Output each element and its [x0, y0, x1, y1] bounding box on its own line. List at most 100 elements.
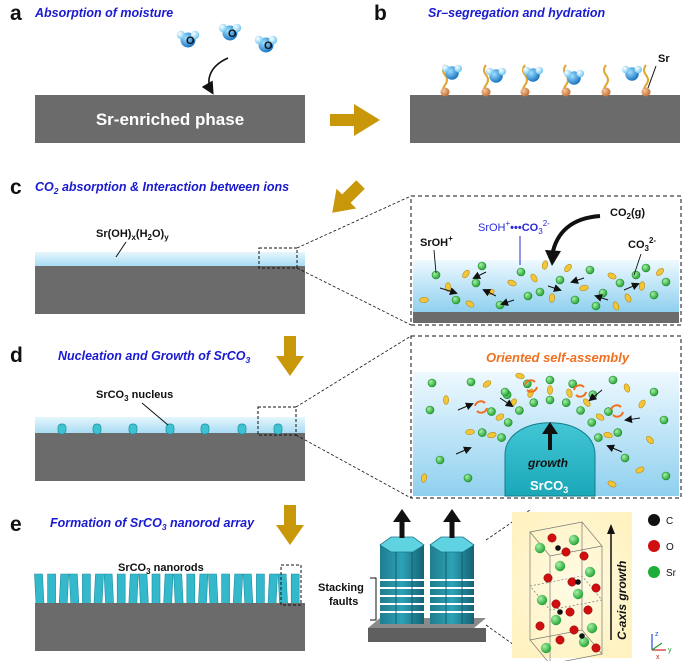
strontium-legend-dot	[648, 566, 660, 578]
ion-motion-arrow	[623, 282, 640, 291]
sroh-ion	[529, 398, 539, 408]
strontium-atom	[586, 622, 598, 634]
sroh-ion	[463, 473, 473, 483]
sroh-ion	[471, 278, 481, 288]
strontium-atom	[534, 542, 546, 554]
nanorods-label: SrCO3 nanorods	[118, 562, 204, 576]
sroh-ion	[500, 387, 510, 397]
sr-pointer	[647, 65, 657, 89]
inset-c-substrate	[413, 312, 679, 323]
panel-c: c CO2 absorption & Interaction between i…	[10, 174, 682, 326]
panel-e-title: Formation of SrCO3 nanorod array	[50, 516, 255, 532]
sroh-ion	[561, 398, 571, 408]
nanorod	[256, 573, 265, 605]
stacking-faults-label: Stacking	[318, 582, 364, 594]
water-molecules: O O O	[176, 23, 278, 53]
oxygen-legend-dot	[648, 540, 660, 552]
sroh-ion	[545, 375, 555, 385]
nanorod	[138, 573, 149, 605]
stacking-faults-label-2: faults	[329, 596, 358, 608]
srco3-dome	[504, 422, 596, 497]
sroh-ion	[613, 428, 623, 437]
nanorod	[58, 573, 70, 605]
carbonate-ion	[547, 385, 553, 395]
nanorod	[68, 573, 80, 605]
ion-motion-arrow	[499, 397, 514, 408]
panel-b-title: Sr–segregation and hydration	[428, 6, 605, 20]
svg-text:y: y	[668, 647, 672, 654]
growth-label: growth	[527, 456, 568, 470]
sroh-ion	[615, 278, 625, 288]
srco3-nucleus	[128, 423, 138, 435]
legend-c: C	[666, 516, 673, 527]
oxygen-atom	[555, 635, 565, 645]
srco3-unit-cell	[529, 521, 603, 661]
nanorod	[34, 573, 45, 605]
ion-motion-arrow	[472, 271, 487, 279]
nanorod	[242, 573, 254, 605]
strontium-atom	[540, 642, 552, 654]
sroh-ion	[641, 263, 651, 273]
srco3-nucleus	[273, 423, 283, 435]
nanorod	[290, 573, 300, 605]
rotation-arrow	[526, 386, 538, 393]
legend-sr: Sr	[666, 568, 677, 579]
sr-atom	[601, 87, 611, 97]
ion-motion-arrow	[482, 289, 497, 297]
ion-motion-arrow	[439, 287, 458, 296]
arrow-d-to-e	[276, 505, 304, 545]
srco3-nucleus	[57, 423, 67, 435]
oriented-assembly-label: Oriented self-assembly	[486, 350, 630, 365]
sroh-ion	[425, 405, 435, 415]
sr-atom	[520, 87, 530, 97]
ion-motion-arrow	[547, 284, 562, 292]
ion-motion-arrow	[606, 444, 623, 453]
ion-motion-arrow	[500, 298, 515, 306]
water-molecule	[522, 66, 544, 82]
srco3-nucleus	[92, 423, 102, 435]
substrate-d	[35, 433, 305, 481]
sroh-ion	[661, 277, 671, 287]
strontium-atom	[554, 560, 566, 572]
sroh-ion	[570, 295, 580, 305]
panel-b: b Sr–segregation and hydration Sr	[374, 2, 680, 143]
panel-c-title: CO2 absorption & Interaction between ion…	[35, 180, 289, 196]
sr-atom	[440, 87, 450, 97]
zoom-box-c	[258, 247, 298, 269]
strontium-atom	[572, 588, 584, 600]
nanorod	[221, 573, 230, 605]
o-label: O	[264, 40, 273, 52]
ion-motion-arrow	[624, 415, 641, 424]
ion-motion-arrow	[457, 402, 474, 411]
stacking-fault-rods: Stacking faults	[318, 509, 486, 642]
oxygen-atom	[547, 533, 557, 543]
carbon-atom	[555, 545, 561, 551]
carbon-atom	[557, 609, 563, 615]
nanorod	[47, 573, 56, 605]
nanorod	[151, 573, 161, 605]
sroh-ion	[661, 471, 671, 481]
sroh-ion	[503, 418, 513, 427]
substrate-label: Sr-enriched phase	[96, 110, 244, 129]
sroh-ion	[598, 288, 608, 298]
o-label: O	[186, 35, 195, 47]
arrow-c-to-d	[276, 336, 304, 376]
sroh-ion	[435, 455, 445, 465]
panel-b-letter: b	[374, 2, 387, 25]
hydroxide-layer-c	[35, 252, 305, 266]
panel-e-letter: e	[10, 513, 22, 536]
panel-c-letter: c	[10, 176, 22, 199]
substrate-a	[35, 95, 305, 143]
oxygen-atom	[551, 599, 561, 609]
co2-gas-label: CO2(g)	[610, 207, 645, 221]
axis-triad: z x y	[651, 631, 672, 661]
strontium-atom	[550, 614, 562, 626]
sroh-ion	[427, 378, 437, 388]
inset-c-ions	[419, 259, 671, 312]
rod-top-face	[429, 536, 475, 553]
water-molecule	[621, 65, 643, 81]
atom-legend: C O Sr	[648, 514, 677, 579]
ion-motion-arrow	[455, 446, 472, 455]
panel-e: e Formation of SrCO3 nanorod array SrCO3…	[10, 505, 677, 661]
